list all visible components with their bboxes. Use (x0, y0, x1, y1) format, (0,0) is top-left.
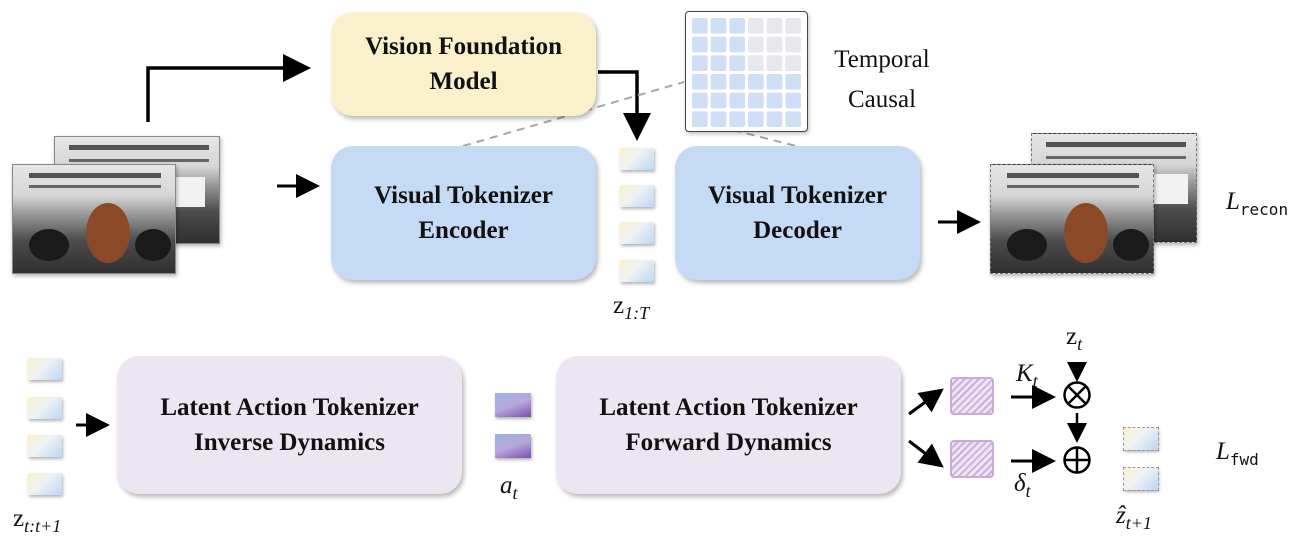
encoder-label-line-2: Encoder (418, 217, 509, 244)
mask-grid (692, 18, 801, 127)
mask-cell-visible (710, 55, 727, 71)
mask-cell-visible (766, 111, 783, 127)
mask-cell-visible (748, 92, 764, 109)
arrow-forward-to-delta (908, 439, 944, 468)
vfm-label-line-2: Model (429, 68, 498, 95)
K-hatched-box (950, 377, 994, 415)
mask-caption-line-2: Causal (847, 86, 917, 113)
z-hat-label: ẑt+1 (1116, 502, 1152, 533)
action-token (495, 434, 531, 458)
mask-cell-visible (785, 74, 801, 90)
delta-label: δt (1014, 470, 1031, 501)
forward-dynamics-box: Latent Action Tokenizer Forward Dynamics (556, 356, 901, 494)
recon-loss-label: Lrecon (1226, 188, 1289, 219)
mask-cell-masked (785, 55, 801, 71)
mask-connector-right (732, 129, 801, 148)
mask-cell-masked (748, 55, 764, 71)
decoder-label-line-2: Decoder (753, 217, 842, 244)
mask-cell-visible (710, 111, 727, 127)
mask-cell-masked (785, 18, 801, 34)
pair-token (28, 473, 62, 495)
add-operator-icon (1063, 446, 1091, 474)
vfm-label-line-1: Vision Foundation (364, 33, 563, 60)
fwd-loss-label: Lfwd (1216, 438, 1259, 469)
action-label: at (500, 472, 518, 503)
mask-cell-visible (692, 74, 708, 90)
z-t-label: zt (1066, 323, 1083, 354)
mask-cell-visible (729, 111, 745, 127)
mask-cell-visible (785, 92, 801, 109)
mask-cell-visible (729, 92, 745, 109)
z-sequence-label: z1:T (613, 292, 650, 323)
mask-cell-visible (710, 18, 727, 34)
latent-token (620, 260, 654, 282)
predicted-token (1123, 427, 1159, 451)
inverse-label-line-2: Inverse Dynamics (194, 429, 385, 456)
action-token (495, 393, 531, 417)
output-frame-front (990, 164, 1154, 274)
mask-caption-line-1: Temporal (834, 46, 930, 73)
mask-cell-visible (692, 18, 708, 34)
forward-label-line-2: Forward Dynamics (625, 429, 832, 456)
arrow-input-to-vfm (146, 54, 311, 122)
mask-cell-visible (729, 55, 745, 71)
delta-hatched-box (950, 440, 994, 478)
pair-token (28, 397, 62, 419)
decoder-label-line-1: Visual Tokenizer (708, 182, 887, 209)
mask-cell-visible (766, 92, 783, 109)
predicted-token (1123, 467, 1159, 491)
latent-token (620, 222, 654, 244)
visual-tokenizer-decoder-box: Visual Tokenizer Decoder (675, 146, 920, 280)
encoder-label-line-1: Visual Tokenizer (374, 182, 553, 209)
latent-token (620, 185, 654, 207)
arrow-forward-to-K (908, 388, 944, 416)
mask-cell-visible (785, 111, 801, 127)
mask-cell-visible (729, 18, 745, 34)
mask-cell-visible (748, 111, 764, 127)
multiply-operator-icon (1063, 381, 1091, 409)
mask-cell-visible (729, 36, 745, 53)
mask-cell-visible (729, 74, 745, 90)
inverse-dynamics-box: Latent Action Tokenizer Inverse Dynamics (117, 356, 462, 494)
mask-cell-masked (766, 36, 783, 53)
visual-tokenizer-encoder-box: Visual Tokenizer Encoder (331, 146, 596, 280)
latent-token (620, 148, 654, 170)
pair-token (28, 358, 62, 380)
arrow-vfm-to-tokens (598, 70, 651, 141)
mask-caption: Temporal Causal (823, 40, 941, 120)
mask-cell-visible (692, 92, 708, 109)
mask-cell-visible (692, 111, 708, 127)
mask-cell-masked (766, 55, 783, 71)
z-pair-label: zt:t+1 (13, 505, 62, 536)
mask-cell-visible (766, 74, 783, 90)
K-label: Kt (1016, 360, 1038, 391)
temporal-causal-mask (685, 11, 808, 132)
inverse-label-line-1: Latent Action Tokenizer (160, 394, 419, 421)
mask-cell-masked (766, 18, 783, 34)
mask-cell-visible (710, 92, 727, 109)
pair-token (28, 435, 62, 457)
mask-cell-masked (748, 36, 764, 53)
forward-label-line-1: Latent Action Tokenizer (599, 394, 858, 421)
mask-cell-visible (710, 74, 727, 90)
vision-foundation-model-box: Vision Foundation Model (331, 12, 596, 116)
mask-cell-visible (710, 36, 727, 53)
mask-cell-visible (692, 36, 708, 53)
mask-cell-visible (692, 55, 708, 71)
mask-cell-visible (748, 74, 764, 90)
input-frame-front (12, 164, 176, 274)
mask-cell-masked (785, 36, 801, 53)
mask-cell-masked (748, 18, 764, 34)
